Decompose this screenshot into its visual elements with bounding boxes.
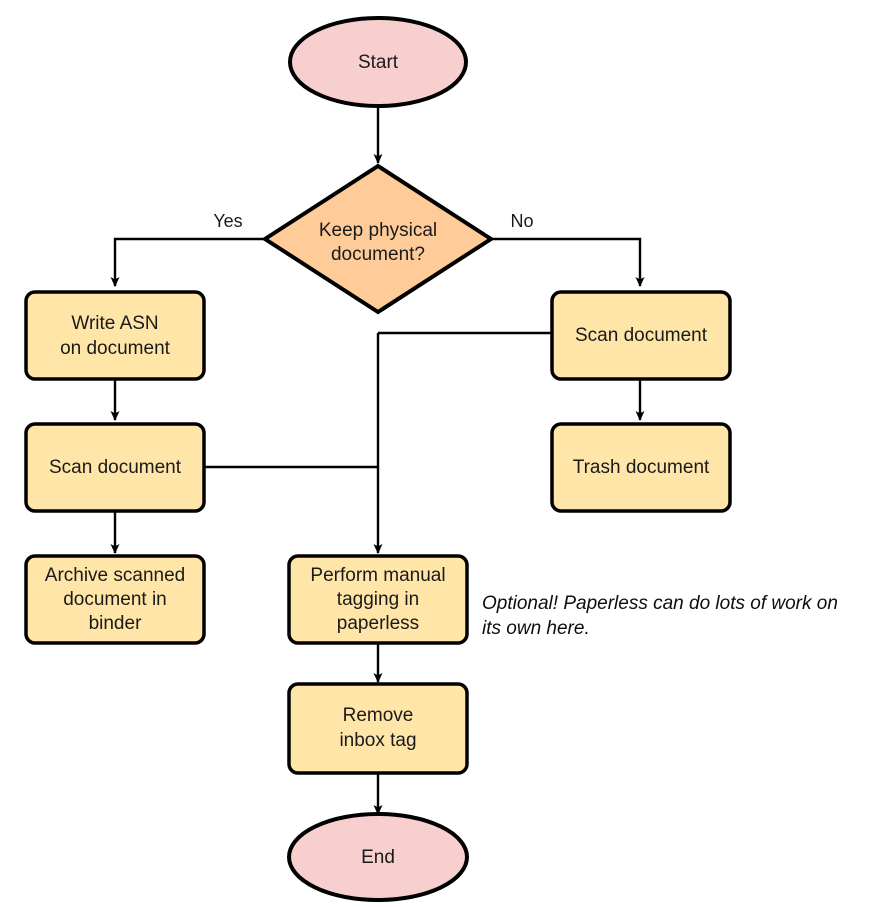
node-perform-manual-tagging[interactable]: Perform manual tagging in paperless bbox=[287, 554, 469, 645]
tagging-label-line3: paperless bbox=[337, 613, 419, 634]
decision-label-line2: document? bbox=[331, 244, 425, 265]
end-label: End bbox=[361, 847, 395, 868]
tagging-label-line2: tagging in bbox=[337, 589, 419, 610]
archive-box-shape bbox=[24, 554, 206, 645]
remove-inbox-box-shape bbox=[287, 682, 469, 775]
edge-label-yes: Yes bbox=[213, 211, 242, 231]
node-remove-inbox-tag[interactable]: Remove inbox tag bbox=[287, 682, 469, 775]
annotation-line1: Optional! Paperless can do lots of work … bbox=[482, 593, 838, 614]
archive-label-line3: binder bbox=[89, 613, 142, 634]
scan-document-left-label: Scan document bbox=[49, 457, 182, 478]
write-asn-label-line1: Write ASN bbox=[71, 313, 158, 334]
node-scan-document-left[interactable]: Scan document bbox=[24, 422, 206, 513]
decision-diamond-shape bbox=[261, 163, 495, 315]
node-scan-document-right[interactable]: Scan document bbox=[550, 290, 732, 381]
annotation-optional-note: Optional! Paperless can do lots of work … bbox=[482, 593, 838, 639]
edge-decision-no-to-scan-right bbox=[491, 237, 645, 287]
connector-layer bbox=[110, 105, 645, 815]
decision-label-line1: Keep physical bbox=[319, 220, 437, 241]
node-write-asn[interactable]: Write ASN on document bbox=[24, 290, 206, 381]
node-trash-document[interactable]: Trash document bbox=[550, 422, 732, 513]
write-asn-box-shape bbox=[24, 290, 206, 381]
trash-document-box-shape bbox=[550, 422, 732, 513]
node-end[interactable]: End bbox=[287, 812, 469, 902]
tagging-label-line1: Perform manual bbox=[310, 565, 445, 586]
start-label: Start bbox=[358, 52, 399, 73]
scan-document-left-box-shape bbox=[24, 422, 206, 513]
trash-document-label: Trash document bbox=[573, 457, 710, 478]
tagging-box-shape bbox=[287, 554, 469, 645]
remove-inbox-label-line2: inbox tag bbox=[339, 730, 416, 751]
scan-document-right-box-shape bbox=[550, 290, 732, 381]
edge-decision-yes-to-write-asn bbox=[110, 237, 265, 287]
archive-label-line2: document in bbox=[63, 589, 167, 610]
annotation-line2: its own here. bbox=[482, 618, 590, 639]
remove-inbox-label-line1: Remove bbox=[343, 705, 414, 726]
start-ellipse-shape bbox=[288, 16, 468, 108]
node-archive-scanned-document[interactable]: Archive scanned document in binder bbox=[24, 554, 206, 645]
archive-label-line1: Archive scanned bbox=[45, 565, 185, 586]
scan-document-right-label: Scan document bbox=[575, 325, 708, 346]
end-ellipse-shape bbox=[287, 812, 469, 902]
write-asn-label-line2: on document bbox=[60, 338, 171, 359]
edge-label-no: No bbox=[510, 211, 533, 231]
node-decision-keep-physical-document[interactable]: Keep physical document? bbox=[261, 163, 495, 315]
node-start[interactable]: Start bbox=[288, 16, 468, 108]
